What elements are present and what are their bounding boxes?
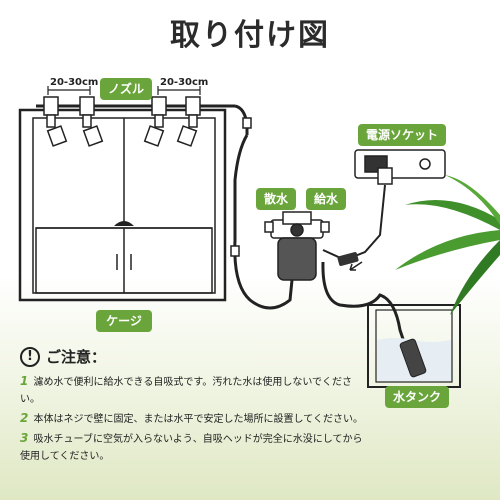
power-strip [354,149,446,185]
power-socket-label: 電源ソケット [358,124,446,146]
tube-clip-top [242,117,252,129]
caution-notes: ! ご注意： 1 濾め水で便利に給水できる自吸式です。汚れた水は使用しないでくだ… [20,346,370,467]
dimension-right: 20-30cm [160,77,209,88]
dimension-left: 20-30cm [50,77,99,88]
nozzle-label: ノズル [100,78,152,100]
page-title: 取り付け図 [170,18,330,53]
note-text: 本体はネジで壁に固定、または水平で安定した場所に設置してください。 [33,414,363,425]
tank-label: 水タンク [385,386,449,408]
note-text: 吸水チューブに空気が入らないよう、自吸ヘッドが完全に水没にしてから使用してくださ… [20,434,363,462]
note-number: 1 [20,374,29,388]
cage [18,108,227,302]
nozzle-group-right [143,96,201,147]
note-number: 2 [20,411,29,425]
note-number: 3 [20,431,29,445]
note-item: 2 本体はネジで壁に固定、または水平で安定した場所に設置してください。 [20,410,370,428]
note-item: 1 濾め水で便利に給水できる自吸式です。汚れた水は使用しないでください。 [20,373,370,408]
cable-connector [337,252,359,266]
caution-heading-text: ご注意： [46,348,107,366]
supply-label: 給水 [306,188,346,210]
connector-arrow-icon [349,261,363,271]
palm-leaves-decoration [395,175,500,315]
exclamation-icon: ! [20,346,40,367]
tube-clip-side [230,245,240,257]
dimension-arrows [47,86,201,95]
caution-heading: ! ご注意： [20,346,370,367]
suction-head [399,338,427,378]
spray-tube [233,134,294,310]
power-cable [322,184,386,262]
note-text: 濾め水で便利に給水できる自吸式です。汚れた水は使用しないでください。 [20,377,353,405]
note-item: 3 吸水チューブに空気が入らないよう、自吸ヘッドが完全に水没にしてから使用してく… [20,430,370,465]
pump [264,211,330,281]
spray-label: 散水 [256,188,296,210]
supply-tube [321,261,407,346]
cage-drip [114,221,134,226]
nozzle-group-left [43,96,104,147]
cage-label: ケージ [96,310,152,332]
